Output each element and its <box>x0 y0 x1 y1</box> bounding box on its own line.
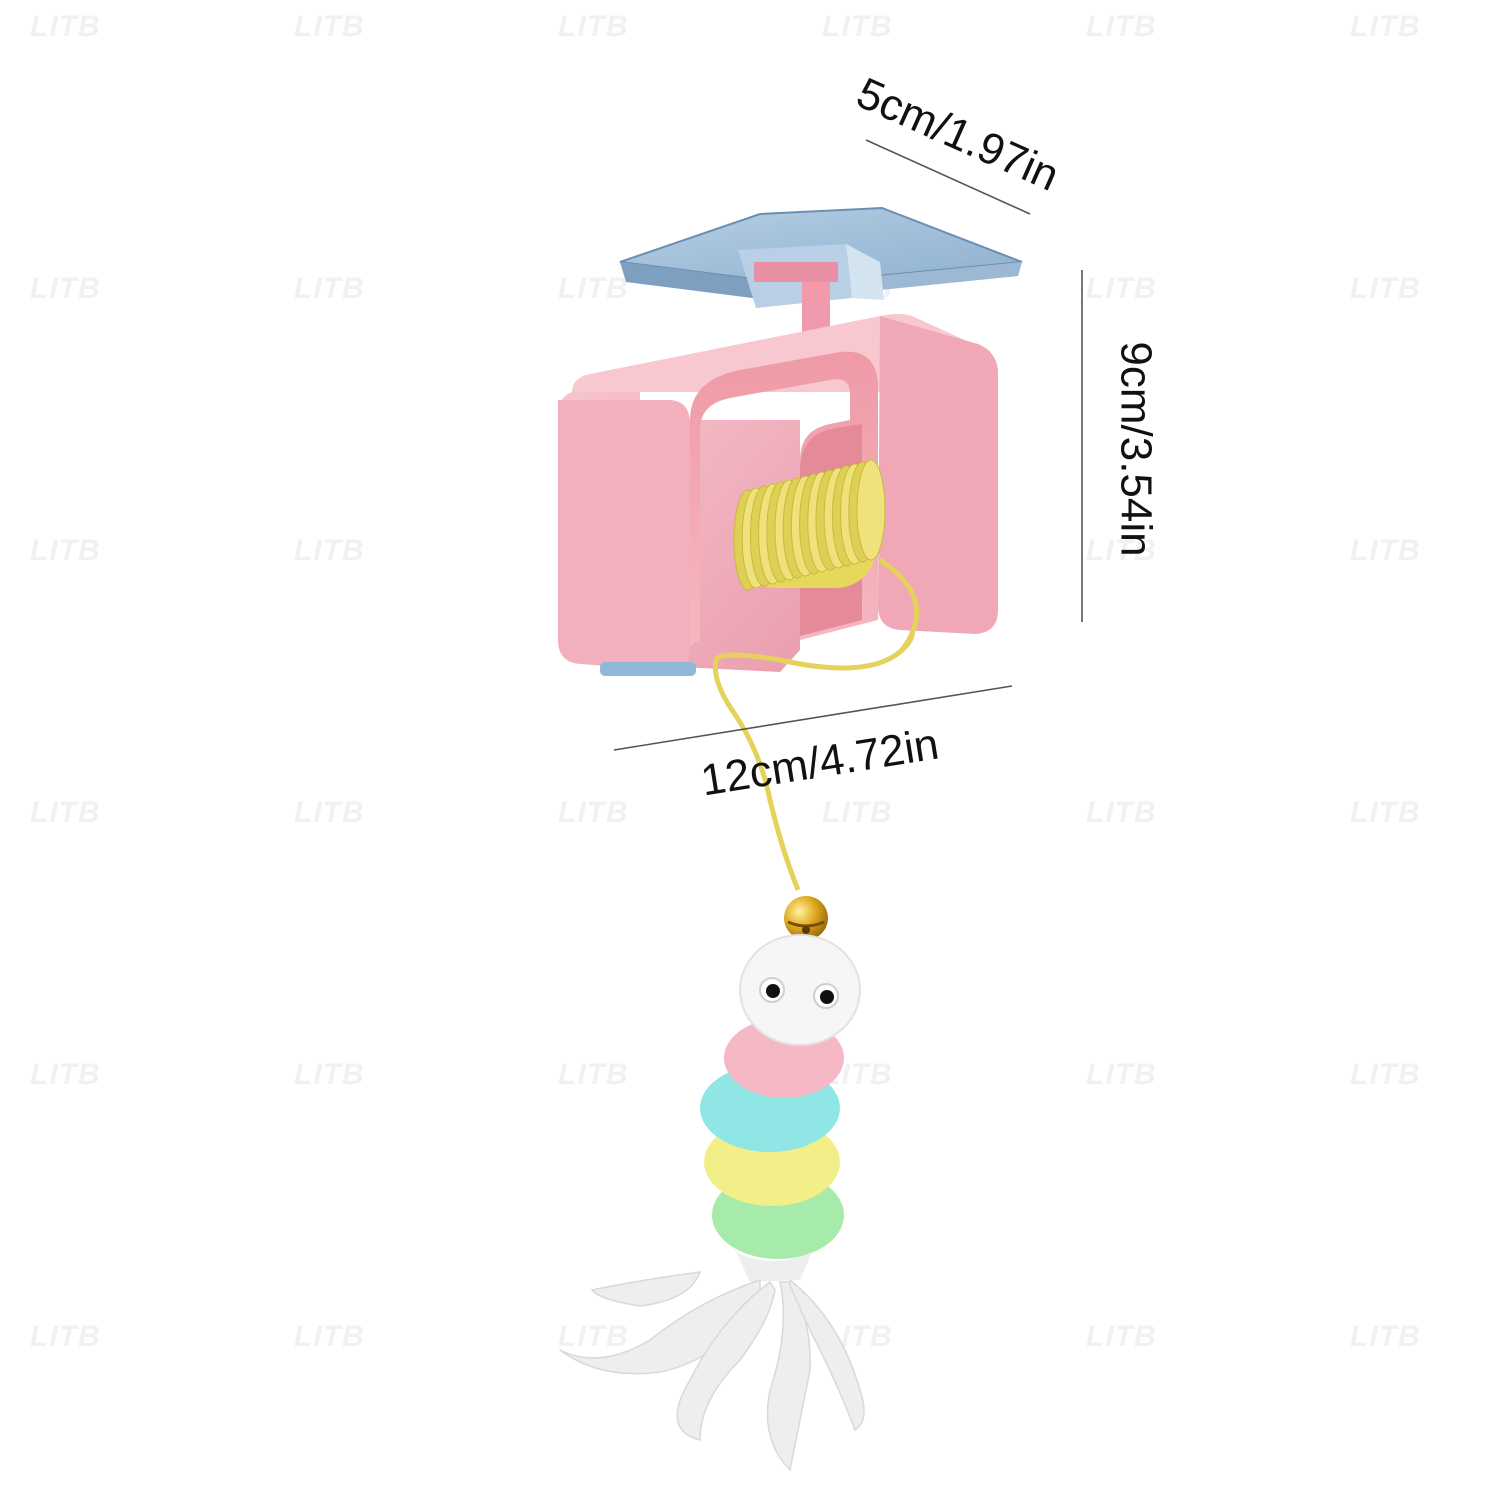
watermark-text: LITB <box>1350 10 1421 43</box>
watermark-text: LITB <box>1350 796 1421 829</box>
watermark-text: LITB <box>822 10 893 43</box>
dimension-lines <box>613 139 1083 751</box>
watermark-text: LITB <box>30 272 101 305</box>
watermark-text: LITB <box>1086 1320 1157 1353</box>
watermark-text: LITB <box>294 534 365 567</box>
watermark-text: LITB <box>822 796 893 829</box>
watermark-text: LITB <box>294 272 365 305</box>
watermark-text: LITB <box>1350 534 1421 567</box>
depth-dimension-line <box>865 139 1031 215</box>
mount-plate <box>619 206 1023 348</box>
watermark-text: LITB <box>30 796 101 829</box>
watermark-text: LITB <box>30 1058 101 1091</box>
watermark-text: LITB <box>558 796 629 829</box>
watermark-text: LITB <box>558 10 629 43</box>
width-dimension-line <box>613 685 1013 751</box>
watermark-text: LITB <box>30 534 101 567</box>
feathers <box>559 1271 865 1472</box>
height-dimension-label: 9cm/3.54in <box>1111 341 1161 557</box>
watermark-text: LITB <box>1086 1058 1157 1091</box>
watermark-text: LITB <box>30 1320 101 1353</box>
watermark-text: LITB <box>1086 796 1157 829</box>
watermark-text: LITB <box>1086 272 1157 305</box>
watermark-text: LITB <box>558 272 629 305</box>
watermark-text: LITB <box>294 1058 365 1091</box>
bell <box>784 896 828 940</box>
watermark-text: LITB <box>30 10 101 43</box>
watermark-text: LITB <box>1350 272 1421 305</box>
watermark-text: LITB <box>1086 534 1157 567</box>
watermark-text: LITB <box>558 1058 629 1091</box>
watermark-text: LITB <box>294 10 365 43</box>
watermark-text: LITB <box>294 796 365 829</box>
watermark-text: LITB <box>1350 1320 1421 1353</box>
caterpillar <box>700 934 861 1282</box>
watermark-text: LITB <box>1350 1058 1421 1091</box>
watermark-text: LITB <box>558 1320 629 1353</box>
watermark-text: LITB <box>294 1320 365 1353</box>
yellow-spring <box>733 459 886 591</box>
watermark-text: LITB <box>1086 10 1157 43</box>
